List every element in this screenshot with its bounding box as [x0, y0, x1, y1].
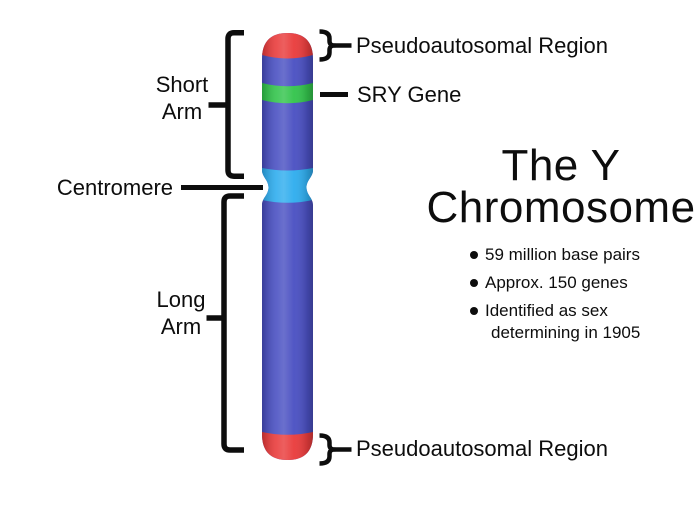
- label-centromere: Centromere: [56, 175, 173, 200]
- page-title-line1: The Y: [501, 141, 621, 190]
- brace-bottom-icon: [319, 433, 337, 466]
- fact-item: Identified as sex determining in 1905: [470, 300, 690, 344]
- label-long-arm: Long Arm: [145, 286, 217, 340]
- bullet-icon: [470, 251, 478, 259]
- label-pseudoautosomal-top: Pseudoautosomal Region: [356, 33, 608, 58]
- label-long-arm-line1: Long: [156, 287, 206, 312]
- annotation-lines: [181, 29, 352, 466]
- fact-item: Approx. 150 genes: [470, 272, 690, 294]
- fact-gene-count: Approx. 150 genes: [485, 273, 628, 292]
- label-long-arm-line2: Arm: [160, 314, 202, 339]
- fact-base-pairs: 59 million base pairs: [485, 245, 640, 264]
- fact-list: 59 million base pairs Approx. 150 genes …: [470, 244, 690, 350]
- label-pseudoautosomal-bottom: Pseudoautosomal Region: [356, 436, 608, 461]
- page-title: The Y Chromosome: [415, 141, 700, 232]
- long-arm-bracket: [221, 193, 244, 453]
- chromosome-shading-overlay: [262, 33, 313, 460]
- page-title-line2: Chromosome: [426, 183, 696, 232]
- brace-top-icon: [319, 29, 337, 62]
- short-arm-bracket: [225, 30, 244, 179]
- fact-sex-determining-line2: determining in 1905: [491, 323, 641, 342]
- fact-sex-determining-line1: Identified as sex: [485, 301, 608, 320]
- label-short-arm-line2: Arm: [161, 99, 203, 124]
- label-short-arm-line1: Short: [155, 72, 209, 97]
- label-short-arm: Short Arm: [146, 71, 218, 125]
- label-sry-gene: SRY Gene: [357, 82, 462, 107]
- bullet-icon: [470, 279, 478, 287]
- bullet-icon: [470, 307, 478, 315]
- fact-item: 59 million base pairs: [470, 244, 690, 266]
